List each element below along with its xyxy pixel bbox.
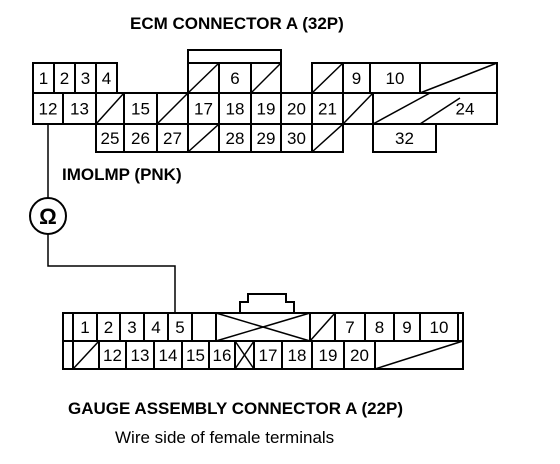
ecm-pin-bot-3-slash <box>187 123 220 153</box>
ecm-pin-mid-0-label: 12 <box>39 100 58 119</box>
ecm-pin-24-block <box>372 92 498 125</box>
ecm-pin-mid-2-slash <box>95 92 125 125</box>
gauge-pin-bot-8-label: 18 <box>288 346 307 365</box>
ecm-pin-top-6-label: 6 <box>230 69 239 88</box>
ecm-pin-top-7-slash <box>250 62 282 94</box>
ecm-pin-bot-7-slash <box>311 123 344 153</box>
gauge-pin-bot-2-label: 13 <box>131 346 150 365</box>
gauge-pin-bot-11 <box>374 340 464 370</box>
gauge-pin-top-0-label: 1 <box>80 318 89 337</box>
gauge-pin-bot-11-slash <box>374 340 464 370</box>
ecm-pin-mid-6-label: 18 <box>226 100 245 119</box>
ecm-pin-mid-9-label: 21 <box>318 100 337 119</box>
ecm-pin-bot-8 <box>372 123 437 153</box>
gauge-pin-top-3-label: 4 <box>151 318 160 337</box>
gauge-pin-top-8-label: 8 <box>375 318 384 337</box>
ecm-pin-top-12-slash <box>419 62 498 94</box>
gauge-pin-top-1-label: 2 <box>104 318 113 337</box>
ecm-connector-title: ECM CONNECTOR A (32P) <box>130 14 344 33</box>
ecm-pin-bot-8-label: 32 <box>395 129 414 148</box>
ecm-pin-top-5-slash <box>187 62 220 94</box>
ecm-pin-bot-7 <box>311 123 344 153</box>
ecm-pin-top-11-label: 10 <box>386 69 405 88</box>
gauge-pin-bot-6-x2 <box>234 340 255 370</box>
ecm-pin-bot-2-label: 27 <box>163 129 182 148</box>
gauge-pin-bot-0-slash <box>72 340 100 370</box>
ecm-pin-mid-7-label: 19 <box>257 100 276 119</box>
ecm-pin-mid-8-label: 20 <box>287 100 306 119</box>
ecm-pin-top-1-label: 2 <box>60 69 69 88</box>
ecm-pin-23-slash <box>419 97 461 125</box>
imolmp-wire: Ω <box>29 124 176 313</box>
gauge-pin-bot-9-label: 19 <box>319 346 338 365</box>
wire-label: IMOLMP (PNK) <box>62 165 182 184</box>
wire-segment-lower <box>47 234 176 313</box>
gauge-pin-top-10-label: 10 <box>430 318 449 337</box>
gauge-pin-top-9-label: 9 <box>402 318 411 337</box>
gauge-pin-bot-10-label: 20 <box>350 346 369 365</box>
ecm-pin-top-9-slash <box>311 62 344 94</box>
ecm-pin-mid-5-label: 17 <box>194 100 213 119</box>
ecm-pin-bot-6-label: 30 <box>287 129 306 148</box>
gauge-pin-bot-7-label: 17 <box>259 346 278 365</box>
ecm-pin-top-2-label: 3 <box>81 69 90 88</box>
gauge-connector-title: GAUGE ASSEMBLY CONNECTOR A (22P) <box>68 399 404 418</box>
gauge-pin-top-7-label: 7 <box>345 318 354 337</box>
ecm-pin-mid-1-label: 13 <box>70 100 89 119</box>
gauge-pin-bot-3-label: 14 <box>159 346 178 365</box>
gauge-pin-top-4-label: 5 <box>175 318 184 337</box>
ecm-pin-top-10-label: 9 <box>352 69 361 88</box>
gauge-key <box>239 293 295 313</box>
gauge-edge-left-bot <box>62 340 74 370</box>
ecm-pin-bot-1-label: 26 <box>131 129 150 148</box>
ecm-pin-bot-0-label: 25 <box>101 129 120 148</box>
ecm-key-frame <box>187 49 282 63</box>
gauge-pin-bot-1-label: 12 <box>103 346 122 365</box>
ecm-pin-bot-4-label: 28 <box>226 129 245 148</box>
gauge-pin-top-2-label: 3 <box>127 318 136 337</box>
gauge-pin-bot-5-label: 16 <box>213 346 232 365</box>
ecm-pin-mid-3-label: 15 <box>131 100 150 119</box>
ecm-pin-top-3-label: 4 <box>102 69 111 88</box>
gauge-edge-left <box>62 312 74 342</box>
ecm-pin-top-0-label: 1 <box>39 69 48 88</box>
gauge-pin-top-slash-line <box>309 312 336 342</box>
ecm-pin-mid-10-slash <box>342 92 374 125</box>
ecm-pin-bot-5-label: 29 <box>257 129 276 148</box>
ohm-icon: Ω <box>39 204 57 229</box>
ecm-pin-24-label: 24 <box>456 100 475 119</box>
gauge-pin-top-6-x2 <box>215 312 311 342</box>
view-note: Wire side of female terminals <box>115 428 335 447</box>
ecm-pin-mid-4-slash <box>156 92 189 125</box>
ecm-pin-22-slash <box>372 92 431 125</box>
gauge-pin-bot-4-label: 15 <box>186 346 205 365</box>
